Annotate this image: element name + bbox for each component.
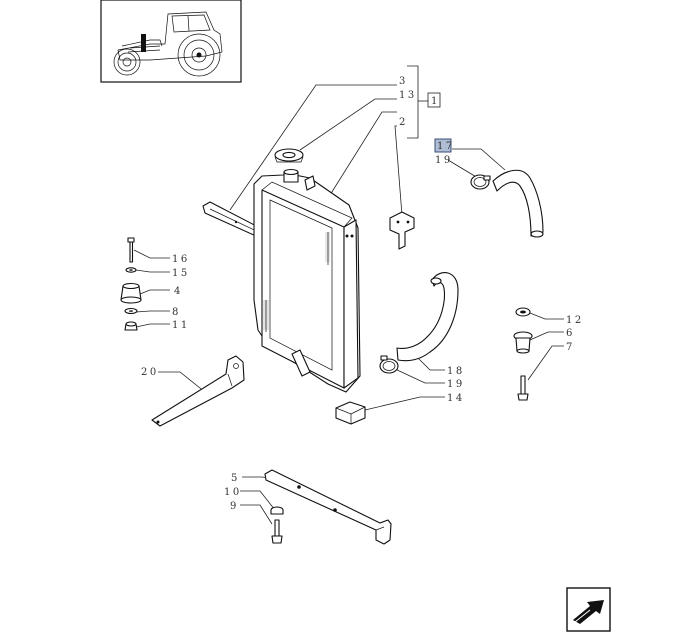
left-mount-bolt[interactable] xyxy=(127,237,135,263)
callout-18[interactable]: 18 xyxy=(447,366,465,377)
callout-3[interactable]: 3 xyxy=(399,76,408,87)
callout-10[interactable]: 10 xyxy=(224,487,242,498)
rubber-mount[interactable] xyxy=(120,282,142,304)
left-mount-nut[interactable] xyxy=(124,321,138,331)
callout-7[interactable]: 7 xyxy=(566,342,575,353)
callout-9[interactable]: 9 xyxy=(230,501,239,512)
callout-2[interactable]: 2 xyxy=(399,117,408,128)
callout-labels: 3 13 2 17 19 16 15 4 8 11 12 6 7 18 19 1… xyxy=(141,76,584,512)
callout-5[interactable]: 5 xyxy=(231,473,240,484)
upper-hose-clamp[interactable] xyxy=(470,174,491,190)
callout-19-lower[interactable]: 19 xyxy=(447,379,465,390)
callout-1[interactable]: 1 xyxy=(431,96,440,107)
group-bracket: 1 xyxy=(407,65,441,139)
callout-16[interactable]: 16 xyxy=(172,254,190,265)
right-mount-washer[interactable] xyxy=(515,307,531,317)
callout-4[interactable]: 4 xyxy=(174,286,183,297)
lower-radiator-hose[interactable] xyxy=(396,272,459,362)
upper-radiator-hose[interactable] xyxy=(492,169,544,238)
small-mounting-bracket[interactable] xyxy=(389,211,415,250)
rubber-pad[interactable] xyxy=(335,401,366,425)
right-rubber-mount[interactable] xyxy=(513,331,533,354)
left-mount-washer-middle[interactable] xyxy=(124,307,138,315)
leader-lines xyxy=(133,84,564,525)
tractor-thumbnail-icon[interactable] xyxy=(100,0,242,83)
left-mount-washer-upper[interactable] xyxy=(125,267,137,273)
strap-washer[interactable] xyxy=(270,506,284,515)
lower-hose-clamp[interactable] xyxy=(379,355,399,374)
callout-12[interactable]: 12 xyxy=(566,315,584,326)
filler-cap-gasket[interactable] xyxy=(274,148,304,163)
radiator-core[interactable] xyxy=(253,168,361,393)
callout-8[interactable]: 8 xyxy=(172,307,181,318)
lower-strap[interactable] xyxy=(264,469,392,545)
callout-6[interactable]: 6 xyxy=(566,328,575,339)
callout-19-upper[interactable]: 19 xyxy=(435,155,453,166)
strap-bolt[interactable] xyxy=(271,519,283,544)
callout-14[interactable]: 14 xyxy=(447,393,465,404)
callout-17-highlight[interactable]: 17 xyxy=(437,141,455,152)
callout-20[interactable]: 20 xyxy=(141,367,159,378)
lower-support-bracket[interactable] xyxy=(151,355,245,427)
next-page-arrow-icon[interactable] xyxy=(566,587,611,632)
highlight-box-17 xyxy=(434,138,452,153)
right-mount-bolt[interactable] xyxy=(517,375,529,401)
callout-11[interactable]: 11 xyxy=(172,320,190,331)
callout-15[interactable]: 15 xyxy=(172,268,190,279)
callout-13[interactable]: 13 xyxy=(399,90,417,101)
